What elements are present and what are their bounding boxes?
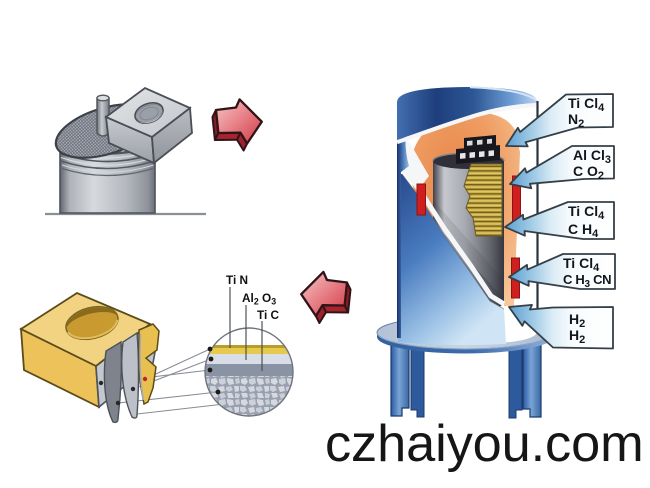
svg-text:C H3 CN: C H3 CN [563,272,611,290]
svg-text:czhaiyou.com: czhaiyou.com [325,415,644,473]
svg-text:Ti Cl4: Ti Cl4 [563,255,600,274]
svg-text:Al2 O3: Al2 O3 [242,291,276,307]
svg-text:C O2: C O2 [573,163,604,182]
svg-text:Ti Cl4: Ti Cl4 [568,203,605,222]
svg-text:Ti N: Ti N [226,273,248,287]
svg-text:Ti Cl4: Ti Cl4 [568,95,605,114]
svg-text:Al Cl3: Al Cl3 [573,147,611,166]
svg-text:C H4: C H4 [568,221,599,240]
svg-text:Ti C: Ti C [257,308,280,322]
